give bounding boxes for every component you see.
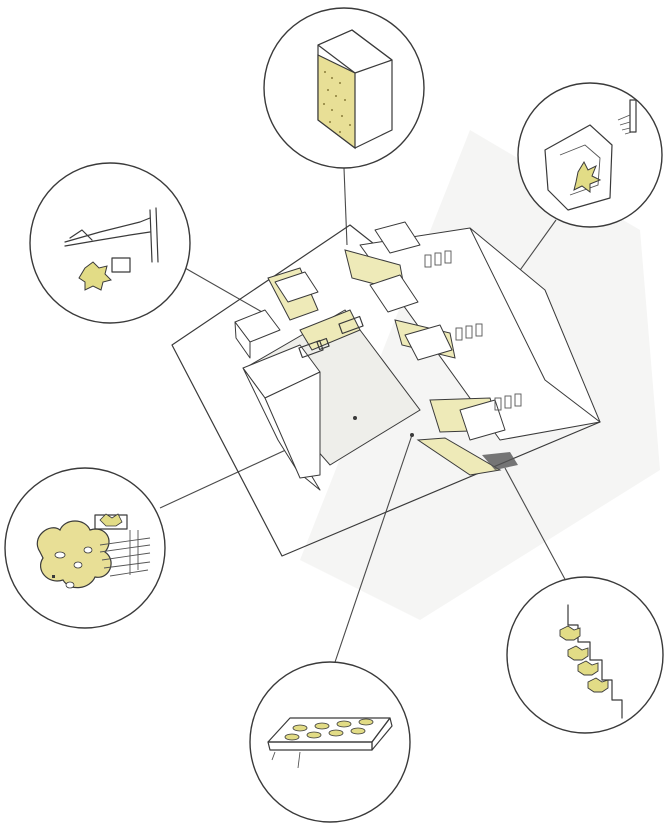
callout-left [5,468,165,628]
leader-top [344,168,347,245]
callout-right [507,577,663,733]
callout-upper-left [30,163,190,323]
callout-upper-right [518,83,662,227]
callout-top [264,8,424,168]
leader-upper-left [185,268,262,312]
callout-bottom [250,662,410,822]
